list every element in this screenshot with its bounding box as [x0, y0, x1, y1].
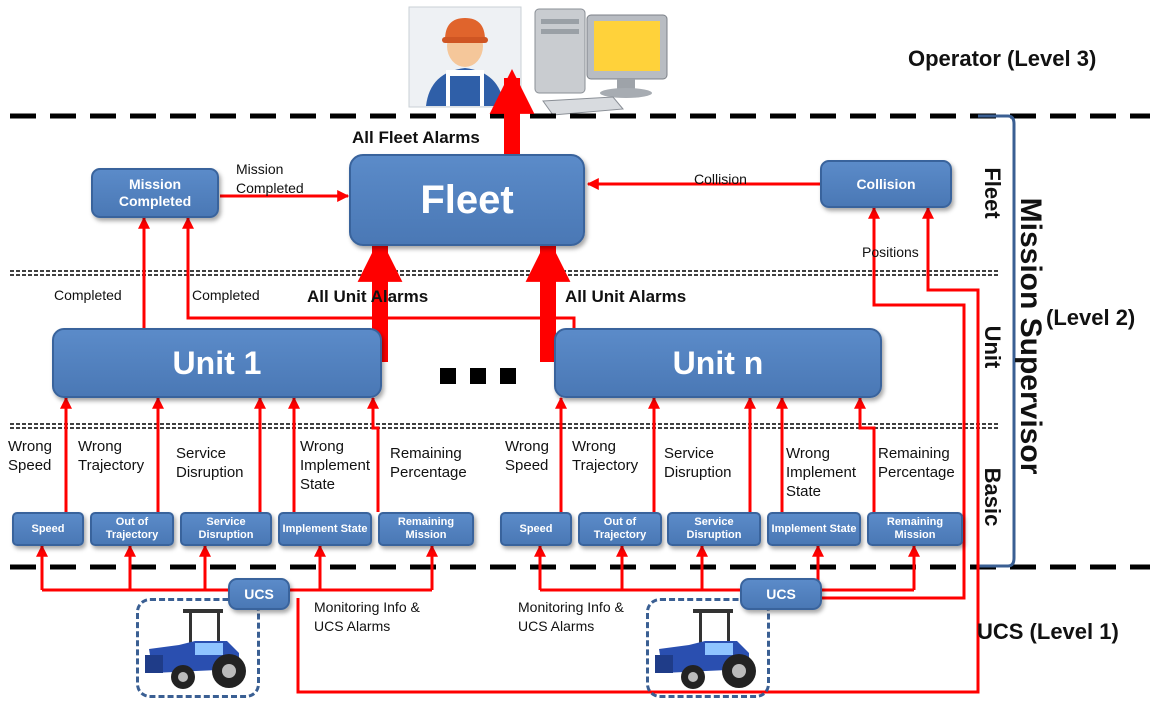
ucs-level-label: UCS (Level 1) — [977, 619, 1119, 644]
speed-module: Speed — [500, 512, 572, 546]
mission-completed-edge-label: Mission Completed — [236, 161, 304, 196]
positions-label: Positions — [862, 244, 919, 260]
tractor-frame-n — [646, 598, 770, 698]
tractor-frame-1 — [136, 598, 260, 698]
service-disruption-module: Service Disruption — [180, 512, 272, 546]
level-2-label: (Level 2) — [1046, 305, 1136, 330]
computer-icon — [534, 8, 668, 116]
unit-sublevel-label: Unit — [980, 325, 1005, 369]
fleet-node: Fleet — [349, 154, 585, 246]
alarm-label-remaining-percentage: Remaining Percentage — [390, 445, 467, 481]
collision-edge-label: Collision — [694, 171, 747, 187]
unit-1-node: Unit 1 — [52, 328, 382, 398]
alarm-label-wrong-trajectory: Wrong Trajectory — [78, 438, 145, 474]
alarm-label-wrong-trajectory: Wrong Trajectory — [572, 438, 639, 474]
mission-completed-node: Mission Completed — [91, 168, 219, 218]
operator-icon — [408, 6, 522, 108]
speed-module: Speed — [12, 512, 84, 546]
alarm-label-wrong-implement-state: Wrong Implement State — [300, 438, 371, 493]
out-of-trajectory-module: Out of Trajectory — [578, 512, 662, 546]
fleet-sublevel-label: Fleet — [980, 167, 1005, 219]
all-fleet-alarms-label: All Fleet Alarms — [352, 128, 480, 147]
completed-label-n: Completed — [192, 287, 260, 303]
tractor-icon — [145, 609, 246, 689]
all-unit-alarms-label-1: All Unit Alarms — [307, 287, 429, 306]
collision-node: Collision — [820, 160, 952, 208]
alarm-label-wrong-speed: Wrong Speed — [505, 438, 549, 474]
basic-sublevel-label: Basic — [980, 467, 1005, 527]
alarm-label-service-disruption: Service Disruption — [664, 445, 732, 481]
alarm-label-service-disruption: Service Disruption — [176, 445, 244, 481]
service-disruption-module: Service Disruption — [667, 512, 761, 546]
alarm-label-wrong-speed: Wrong Speed — [8, 438, 52, 474]
alarm-label-wrong-implement-state: Wrong Implement State — [786, 445, 857, 500]
remaining-mission-module: Remaining Mission — [378, 512, 474, 546]
alarm-label-remaining-percentage: Remaining Percentage — [878, 445, 955, 481]
completed-label-1: Completed — [54, 287, 122, 303]
ucs-node-n: UCS — [740, 578, 822, 610]
tractor-icon — [655, 609, 756, 689]
unit-n-node: Unit n — [554, 328, 882, 398]
ellipsis — [440, 368, 530, 384]
remaining-mission-module: Remaining Mission — [867, 512, 963, 546]
mission-supervisor-label: Mission Supervisor — [1014, 197, 1047, 475]
out-of-trajectory-module: Out of Trajectory — [90, 512, 174, 546]
monitoring-info-label-1: Monitoring Info & UCS Alarms — [314, 599, 420, 634]
all-unit-alarms-label-n: All Unit Alarms — [565, 287, 687, 306]
operator-level-label: Operator (Level 3) — [908, 46, 1097, 71]
implement-state-module: Implement State — [767, 512, 861, 546]
monitoring-info-label-n: Monitoring Info & UCS Alarms — [518, 599, 624, 634]
ucs-node-1: UCS — [228, 578, 290, 610]
implement-state-module: Implement State — [278, 512, 372, 546]
